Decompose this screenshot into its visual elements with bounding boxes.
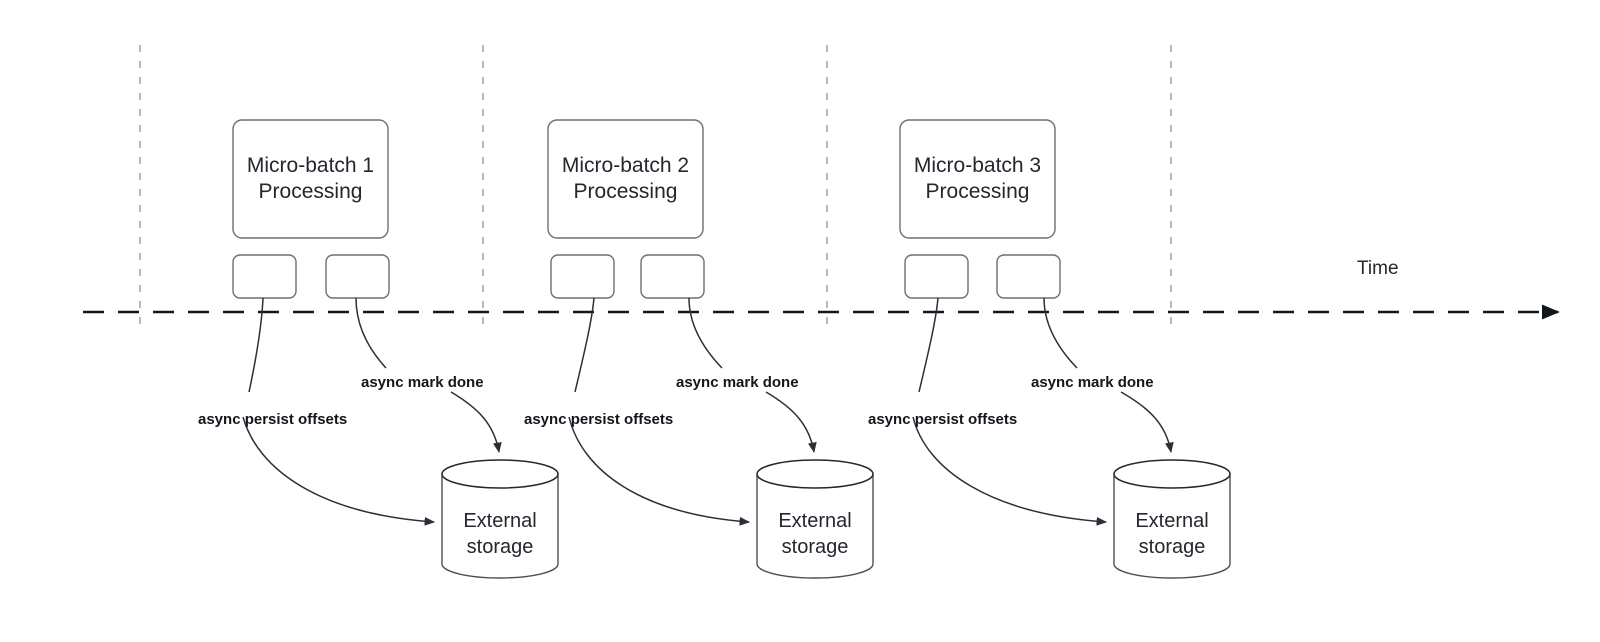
batch-2-external-storage[interactable]: External storage [756,459,874,579]
batch-group-3: Micro-batch 3 Processing async persist o… [868,119,1231,579]
batch-2-mark-stem [688,297,723,369]
micro-batch-3-process-box[interactable] [899,119,1056,239]
batch-1-task-box-mark[interactable] [325,254,390,299]
batch-2-task-box-persist[interactable] [550,254,615,299]
micro-batch-2-process-box[interactable] [547,119,704,239]
batch-1-persist-arrow [242,416,436,526]
batch-1-mark-label: async mark done [361,374,484,391]
batch-1-storage-label-line1: External [463,510,536,532]
batch-3-external-storage[interactable]: External storage [1113,459,1231,579]
batch-3-task-box-persist[interactable] [904,254,969,299]
batch-2-storage-label-line2: storage [782,536,849,558]
batch-3-task-box-mark[interactable] [996,254,1061,299]
micro-batch-1-label-line2: Processing [259,180,363,203]
batch-2-persist-stem [574,297,595,393]
micro-batch-3-label-line1: Micro-batch 3 [914,154,1041,177]
batch-3-storage-top [1113,459,1231,489]
batch-2-mark-label: async mark done [676,374,799,391]
batch-1-task-box-persist[interactable] [232,254,297,299]
batch-1-storage-body [441,474,559,579]
batch-2-persist-label: async persist offsets [524,411,673,428]
time-axis: Time [83,258,1560,320]
batch-2-task-box-mark[interactable] [640,254,705,299]
batch-3-mark-label: async mark done [1031,374,1154,391]
batch-2-storage-body [756,474,874,579]
batch-3-mark-arrow [1120,391,1174,454]
batch-1-storage-label-line2: storage [467,536,534,558]
batch-3-storage-label-line1: External [1135,510,1208,532]
batch-group-1: Micro-batch 1 Processing async persist o… [198,119,559,579]
batch-1-storage-top [441,459,559,489]
micro-batch-2-label-line2: Processing [574,180,678,203]
batch-3-storage-body [1113,474,1231,579]
micro-batch-1-label-line1: Micro-batch 1 [247,154,374,177]
batch-1-mark-stem [355,297,387,369]
batch-2-persist-arrow [568,416,751,526]
batch-3-persist-label: async persist offsets [868,411,1017,428]
micro-batch-2-label-line1: Micro-batch 2 [562,154,689,177]
batch-1-mark-arrow [450,391,502,454]
micro-batch-1-process-box[interactable] [232,119,389,239]
batch-1-persist-stem [248,297,264,393]
time-axis-label: Time [1357,258,1399,279]
batch-2-mark-arrow [765,391,817,454]
batch-3-persist-arrow [912,416,1108,526]
batch-1-external-storage[interactable]: External storage [441,459,559,579]
batch-3-mark-stem [1043,297,1078,369]
batch-group-2: Micro-batch 2 Processing async persist o… [524,119,874,579]
batch-2-storage-top [756,459,874,489]
batch-3-storage-label-line2: storage [1139,536,1206,558]
batch-2-storage-label-line1: External [778,510,851,532]
micro-batch-3-label-line2: Processing [926,180,1030,203]
batch-1-persist-label: async persist offsets [198,411,347,428]
batch-3-persist-stem [918,297,939,393]
